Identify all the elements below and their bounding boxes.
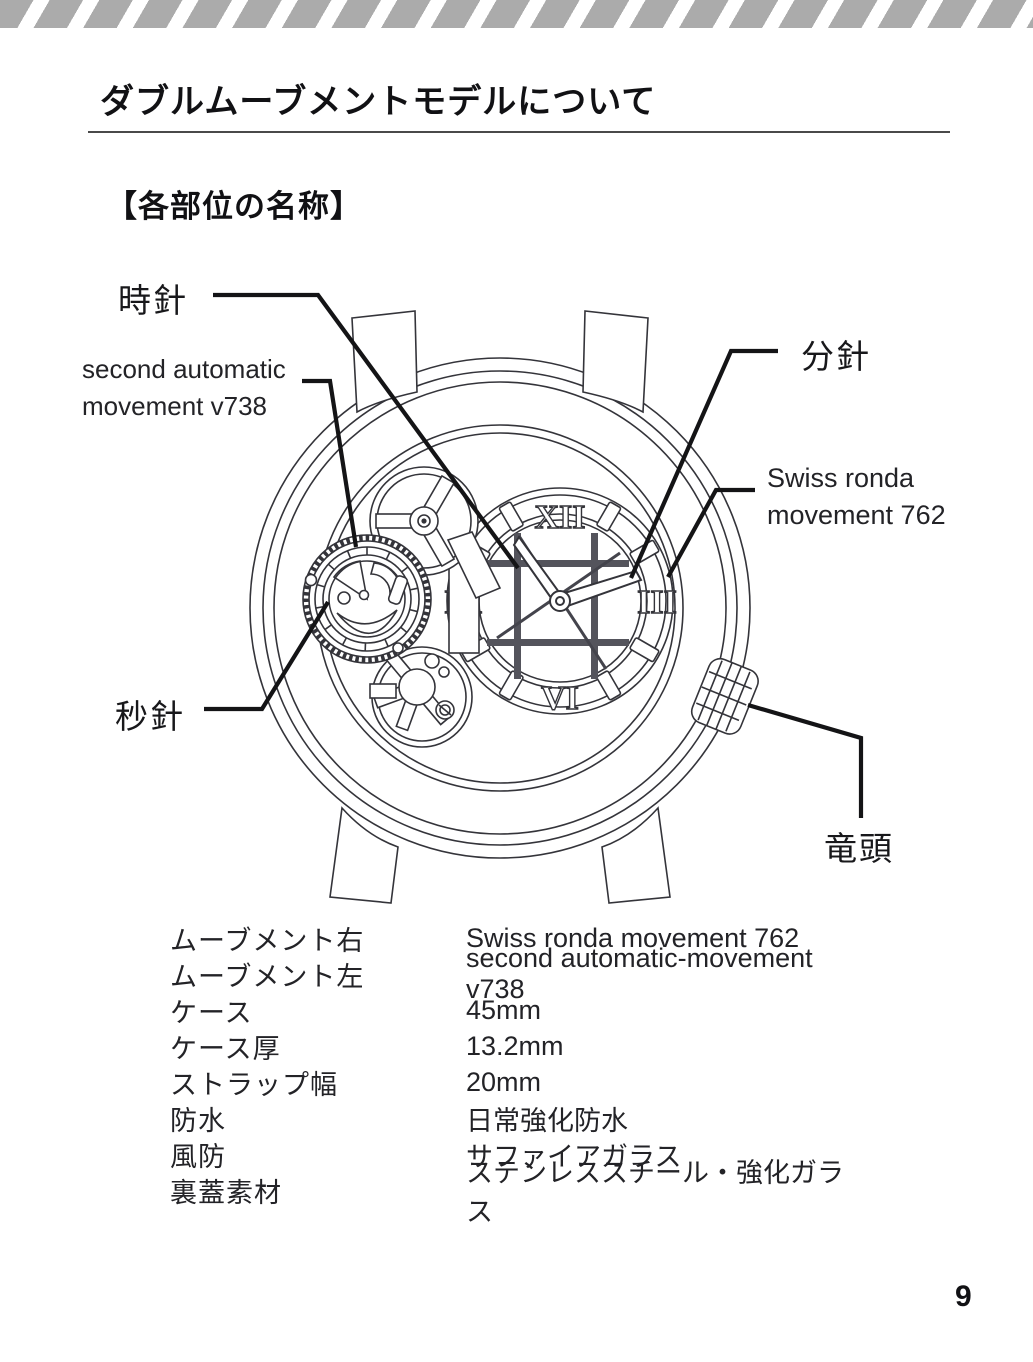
- callout-right-movement-line2: movement 762: [767, 500, 946, 530]
- leader-line-minute-hand: [629, 348, 778, 579]
- leader-line-crown: [747, 702, 864, 818]
- balance-wheel: [302, 534, 432, 664]
- dial-numeral-twelve: XII: [534, 499, 585, 536]
- callout-second-hand: 秒針: [115, 698, 185, 735]
- spec-row-water-resistance: 防水 日常強化防水: [170, 1100, 870, 1136]
- spec-value: Swiss ronda movement 762: [466, 922, 800, 953]
- spec-row-case-thickness: ケース厚 13.2mm: [170, 1028, 870, 1064]
- callout-right-movement-line1: Swiss ronda: [767, 463, 915, 493]
- callout-crown: 竜頭: [824, 830, 894, 867]
- callout-minute-hand: 分針: [801, 338, 871, 375]
- spec-value: ステンレススチール・強化ガラス: [466, 1158, 844, 1227]
- leader-line-left-movement: [302, 378, 359, 548]
- spec-row-movement-right: ムーブメント右 Swiss ronda movement 762: [170, 920, 870, 956]
- title-rule: [88, 131, 950, 133]
- spec-label: 裏蓋素材: [170, 1177, 282, 1208]
- spec-label: ムーブメント右: [170, 925, 365, 956]
- balance-ring-ticks: [315, 547, 419, 651]
- spec-label: ケース厚: [170, 1033, 281, 1064]
- crown-drawing: [690, 657, 759, 735]
- leader-line-right-movement: [666, 487, 755, 579]
- callout-hour-hand: 時針: [118, 282, 188, 319]
- spec-label: 風防: [170, 1141, 226, 1172]
- spec-value: サファイアガラス: [466, 1141, 682, 1172]
- spec-label: ケース: [170, 997, 253, 1028]
- callout-left-movement-line2: movement v738: [82, 391, 267, 421]
- section-heading: 【各部位の名称】: [106, 189, 362, 224]
- spec-label: ムーブメント左: [170, 961, 365, 992]
- page-title: ダブルムーブメントモデルについて: [100, 83, 657, 121]
- spec-value: 20mm: [466, 1066, 542, 1097]
- spec-label: 防水: [170, 1105, 226, 1136]
- callout-right-movement: Swiss ronda movement 762: [767, 460, 946, 534]
- spec-row-case: ケース 45mm: [170, 992, 870, 1028]
- spec-value: 45mm: [466, 994, 542, 1025]
- bottom-plate: [369, 646, 473, 748]
- dial-numeral-three: III: [637, 584, 677, 621]
- stripe-band: [0, 0, 1033, 28]
- spec-row-strap-width: ストラップ幅 20mm: [170, 1064, 870, 1100]
- dial-numeral-six: VI: [541, 680, 579, 717]
- watch-lugs: [329, 310, 671, 904]
- spec-label: ストラップ幅: [170, 1069, 338, 1100]
- page-number: 9: [955, 1280, 972, 1313]
- callout-left-movement: second automatic movement v738: [82, 351, 286, 425]
- leader-line-hour-hand: [213, 292, 520, 570]
- spec-value: 日常強化防水: [466, 1105, 628, 1136]
- dial-grid: [487, 533, 629, 679]
- spec-value: second automatic-movement v738: [466, 943, 813, 1004]
- spec-row-movement-left: ムーブメント左 second automatic-movement v738: [170, 943, 870, 1004]
- spec-value: 13.2mm: [466, 1030, 564, 1061]
- spec-row-crystal: 風防 サファイアガラス: [170, 1136, 870, 1172]
- spec-row-caseback-material: 裏蓋素材 ステンレススチール・強化ガラス: [170, 1158, 870, 1227]
- leader-line-second-hand: [204, 600, 330, 712]
- callout-left-movement-line1: second automatic: [82, 354, 286, 384]
- spec-table: ムーブメント右 Swiss ronda movement 762 ムーブメント左…: [170, 920, 870, 1228]
